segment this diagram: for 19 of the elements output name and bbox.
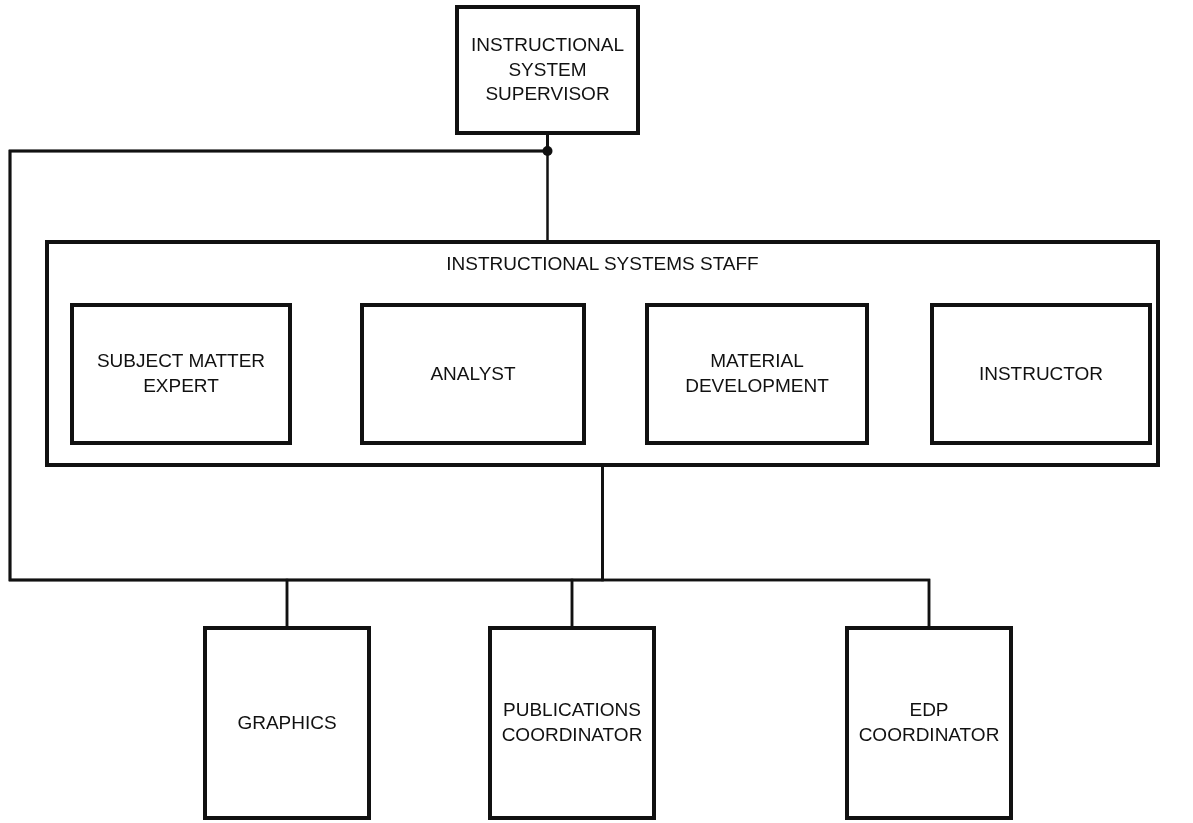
position-title: EDP COORDINATOR	[857, 698, 1001, 747]
position-title: PUBLICATIONS COORDINATOR	[500, 698, 644, 747]
position-box	[845, 626, 1013, 820]
position-box	[360, 303, 586, 445]
position-box	[455, 5, 640, 135]
position-box	[70, 303, 292, 445]
group-box	[45, 240, 1160, 467]
position-box	[488, 626, 656, 820]
position-title: MATERIAL DEVELOPMENT	[684, 349, 830, 398]
position-title: GRAPHICS	[236, 710, 338, 735]
position-title: INSTRUCTIONAL SYSTEM SUPERVISOR	[469, 32, 626, 107]
position-box	[645, 303, 869, 445]
group-title: INSTRUCTIONAL SYSTEMS STAFF	[445, 252, 760, 276]
position-title: SUBJECT MATTER EXPERT	[95, 349, 267, 398]
position-title: INSTRUCTOR	[977, 361, 1105, 386]
position-box	[203, 626, 371, 820]
position-box	[930, 303, 1152, 445]
connector-line	[601, 467, 931, 626]
position-title: ANALYST	[429, 361, 517, 386]
